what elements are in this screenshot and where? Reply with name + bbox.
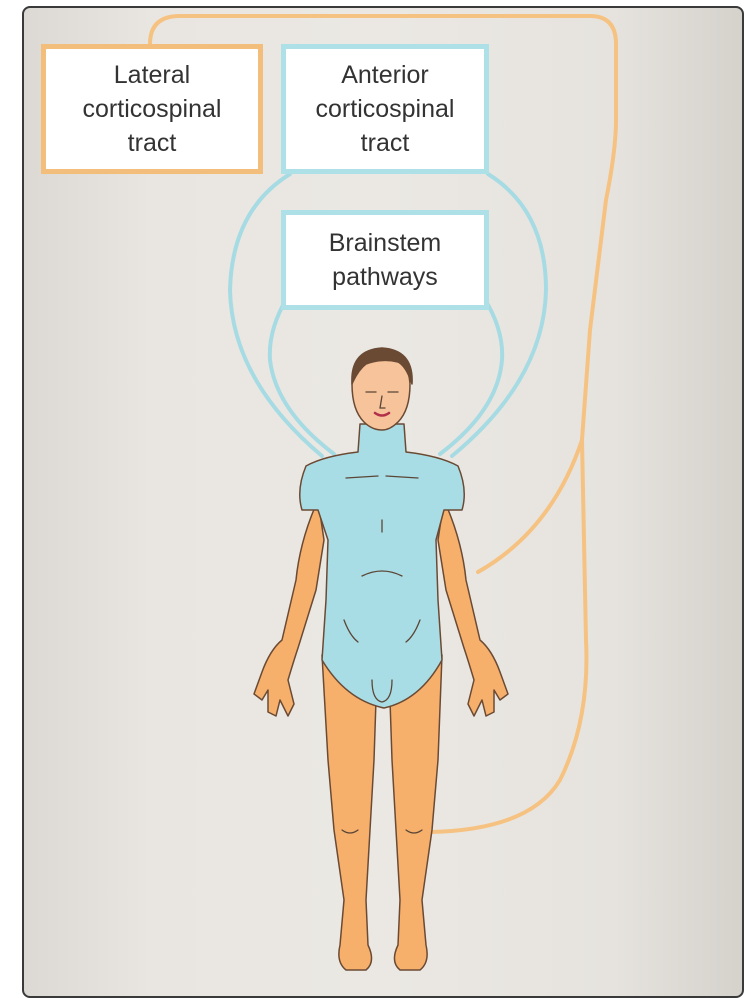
brainstem-right	[440, 298, 502, 454]
brainstem-line-2: pathways	[329, 260, 442, 294]
brainstem-left	[270, 298, 334, 454]
left-arm	[254, 500, 324, 716]
anterior-corticospinal-tract-label: Anterior corticospinal tract	[281, 44, 489, 174]
brainstem-pathways-label: Brainstem pathways	[281, 210, 489, 310]
right-arm	[438, 500, 508, 716]
anterior-line-1: Anterior	[316, 58, 455, 92]
brainstem-line-1: Brainstem	[329, 226, 442, 260]
lateral-line-1: Lateral	[83, 58, 222, 92]
lateral-arm-branch	[478, 440, 582, 572]
lateral-corticospinal-tract-label: Lateral corticospinal tract	[41, 44, 263, 174]
anterior-line-3: tract	[316, 126, 455, 160]
lateral-line-2: corticospinal	[83, 92, 222, 126]
anterior-line-2: corticospinal	[316, 92, 455, 126]
lateral-line-3: tract	[83, 126, 222, 160]
